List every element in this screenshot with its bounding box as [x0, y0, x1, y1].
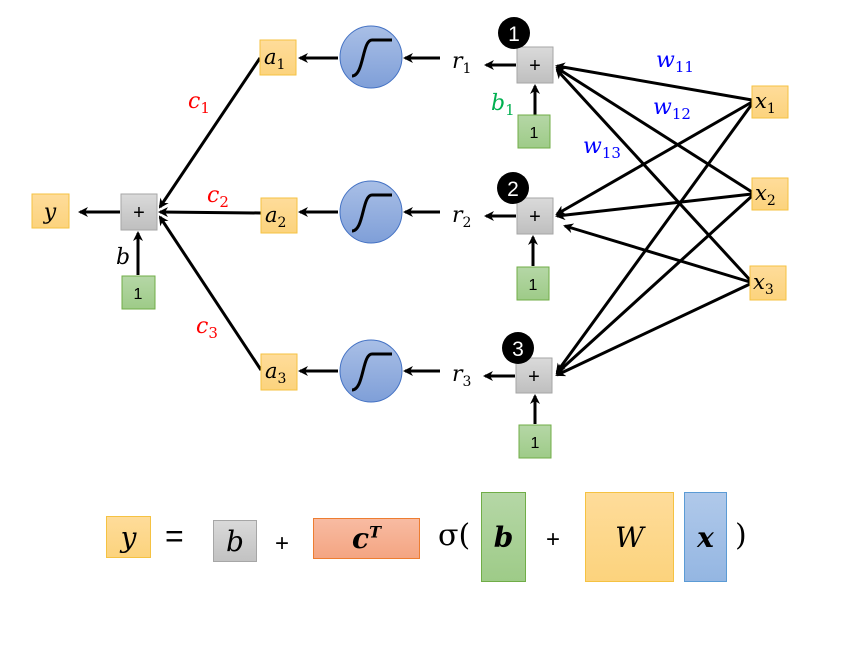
weight-w13: w13 [583, 134, 621, 162]
equation-bias: b [226, 524, 244, 558]
sigmoid-2-circle [339, 180, 403, 244]
activation-a3-box [260, 353, 298, 391]
hidden-bias-3-box [518, 424, 552, 459]
input-x3-box [749, 265, 787, 301]
edge-a2-out [158, 207, 262, 218]
equation-W-box: W [585, 492, 674, 582]
output-y-label: y [43, 200, 57, 225]
equation-y-box: y [106, 516, 151, 558]
weight-c3: c3 [196, 314, 218, 342]
equation-transpose: T [369, 522, 381, 542]
edge-x2-h3 [555, 194, 754, 375]
edge-x2-h2 [555, 192, 753, 221]
equation-bias-vector-box: b [481, 492, 526, 582]
equation-c: c [352, 522, 370, 555]
sigmoid-icon [351, 352, 392, 392]
input-x2-box [751, 177, 789, 211]
hidden-sum-2-symbol: + [529, 206, 541, 228]
badge-2 [497, 172, 529, 204]
input-x1-box [751, 85, 789, 119]
weight-w12: w12 [653, 95, 691, 123]
weight-c1: c1 [188, 89, 210, 117]
pre-activation-r2: r2 [452, 203, 471, 231]
output-edges [78, 57, 263, 371]
edge-x3-h2 [563, 223, 751, 284]
output-sum-symbol: + [133, 202, 145, 224]
edge-x1-h1 [555, 62, 753, 102]
output-bias-input: 1 [134, 286, 143, 303]
equation-equals: = [165, 518, 184, 554]
pre-activation-r1: r1 [452, 49, 471, 77]
hidden-bias-1-input: 1 [530, 125, 539, 142]
badge-1-number: 1 [508, 23, 520, 46]
activation-a1-box [259, 39, 297, 76]
sigmoid-icon [351, 38, 392, 78]
badge-2-number: 2 [507, 178, 519, 201]
edge-a1-out [158, 57, 262, 209]
edge-x2-h1 [555, 66, 753, 194]
hidden-sum-3-symbol: + [528, 366, 540, 388]
equation-y: y [120, 520, 137, 554]
hidden-sum-1-box [516, 46, 554, 84]
equation-bias-box: b [213, 520, 257, 562]
weight-c2: c2 [207, 183, 229, 211]
edge-x3-h1 [555, 68, 752, 282]
equation-sigma: σ( [438, 518, 471, 553]
hidden-row-arrows [298, 53, 540, 424]
badge-1 [498, 17, 530, 49]
sigmoid-3-circle [339, 339, 403, 403]
output-y-box [31, 193, 70, 229]
hidden-bias-2-box [516, 266, 550, 301]
hidden-bias-3-input: 1 [531, 435, 540, 452]
equation-x: x [697, 520, 714, 554]
bias-b1-label: b1 [491, 91, 515, 119]
equation-close-paren: ) [735, 518, 747, 553]
activation-a2-box [260, 197, 298, 234]
output-bias-input-box [121, 275, 156, 310]
hidden-bias-2-input: 1 [529, 277, 538, 294]
input-edges [555, 62, 754, 377]
equation-x-box: x [684, 492, 727, 582]
equation-plus-1: + [275, 530, 290, 557]
hidden-sum-1-symbol: + [529, 55, 541, 77]
sigmoid-1-circle [339, 25, 403, 89]
weight-w11: w11 [656, 48, 694, 76]
equation-plus-2: + [546, 526, 561, 553]
equation-cT-box: cT [313, 518, 420, 559]
hidden-bias-1-box [517, 114, 551, 149]
equation-cT: cT [352, 522, 381, 555]
hidden-sum-3-box [515, 357, 553, 394]
pre-activation-r3: r3 [452, 362, 471, 390]
badge-3 [502, 332, 534, 364]
sigmoid-icon [351, 193, 392, 233]
equation-bias-vector: b [493, 520, 514, 554]
edge-a3-out [158, 215, 263, 371]
hidden-sum-2-box [516, 197, 554, 235]
output-bias-label: b [116, 245, 130, 270]
equation-W: W [615, 520, 644, 554]
output-sum-box [120, 193, 158, 231]
edge-x1-h3 [555, 103, 754, 374]
edge-x3-h3 [555, 282, 751, 377]
badge-3-number: 3 [512, 338, 524, 361]
edge-x1-h2 [555, 100, 753, 216]
